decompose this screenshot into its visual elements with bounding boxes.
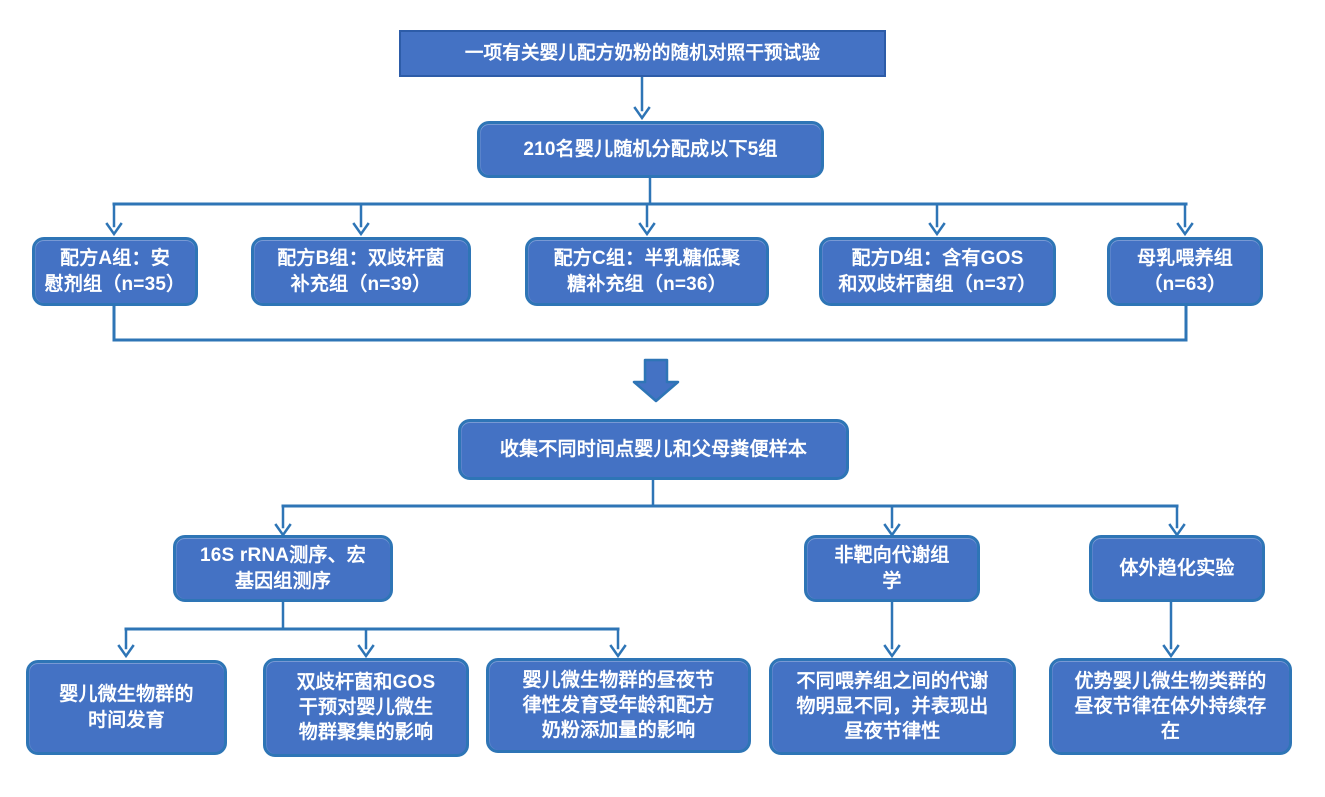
arrowhead-down-icon [609,644,627,659]
node-group-c-gos: 配方C组：半乳糖低聚 糖补充组（n=36） [525,237,769,306]
node-title: 一项有关婴儿配方奶粉的随机对照干预试验 [399,30,886,77]
node-randomization: 210名婴儿随机分配成以下5组 [477,121,824,178]
node-label: 配方C组：半乳糖低聚 糖补充组（n=36） [553,248,741,295]
arrowhead-down-icon [105,222,123,237]
node-label: 不同喂养组之间的代谢 物明显不同，并表现出 昼夜节律性 [796,670,989,743]
arrowhead-down-icon [928,222,946,237]
node-label: 16S rRNA测序、宏 基因组测序 [199,545,367,592]
arrowhead-down-icon [883,644,901,659]
node-label: 非靶向代谢组 学 [834,545,950,592]
node-method-16s-sequencing: 16S rRNA测序、宏 基因组测序 [173,535,393,602]
node-label: 收集不同时间点婴儿和父母粪便样本 [499,438,808,460]
node-label: 210名婴儿随机分配成以下5组 [523,138,778,160]
node-label: 体外趋化实验 [1119,557,1235,579]
node-label: 双歧杆菌和GOS 干预对婴儿微生 物群聚集的影响 [296,671,436,744]
arrowhead-down-icon [1176,222,1194,237]
node-method-metabolomics: 非靶向代谢组 学 [804,535,980,602]
node-group-d-gos-bifidobacterium: 配方D组：含有GOS 和双歧杆菌组（n=37） [819,237,1056,306]
node-method-chemotaxis: 体外趋化实验 [1089,535,1265,602]
node-label: 配方D组：含有GOS 和双歧杆菌组（n=37） [838,248,1037,295]
arrowhead-down-icon [117,644,135,659]
node-finding-circadian-development: 婴儿微生物群的昼夜节 律性发育受年龄和配方 奶粉添加量的影响 [486,658,751,753]
arrowhead-down-icon [357,644,375,659]
node-finding-intervention-effect: 双歧杆菌和GOS 干预对婴儿微生 物群聚集的影响 [263,658,469,757]
node-finding-rhythm-in-vitro: 优势婴儿微生物类群的 昼夜节律在体外持续存 在 [1049,658,1292,755]
block-down-arrow-icon [632,358,680,403]
node-label: 配方A组：安 慰剂组（n=35） [44,248,186,295]
node-label: 一项有关婴儿配方奶粉的随机对照干预试验 [464,42,821,64]
node-label: 配方B组：双歧杆菌 补充组（n=39） [277,248,445,295]
arrowhead-down-icon [1162,644,1180,659]
node-label: 婴儿微生物群的昼夜节 律性发育受年龄和配方 奶粉添加量的影响 [522,669,715,742]
arrowhead-down-icon [638,222,656,237]
node-group-breastfed: 母乳喂养组 （n=63） [1107,237,1263,306]
node-label: 母乳喂养组 （n=63） [1136,248,1233,295]
node-group-a-placebo: 配方A组：安 慰剂组（n=35） [32,237,198,306]
node-finding-temporal-development: 婴儿微生物群的 时间发育 [26,660,227,755]
node-group-b-bifidobacterium: 配方B组：双歧杆菌 补充组（n=39） [251,237,471,306]
node-label: 婴儿微生物群的 时间发育 [59,684,194,731]
node-sample-collection: 收集不同时间点婴儿和父母粪便样本 [458,419,849,480]
arrowhead-down-icon [633,106,651,121]
node-finding-metabolite-differences: 不同喂养组之间的代谢 物明显不同，并表现出 昼夜节律性 [769,658,1016,755]
connector-line [112,304,1188,342]
arrowhead-down-icon [352,222,370,237]
node-label: 优势婴儿微生物类群的 昼夜节律在体外持续存 在 [1074,670,1267,743]
